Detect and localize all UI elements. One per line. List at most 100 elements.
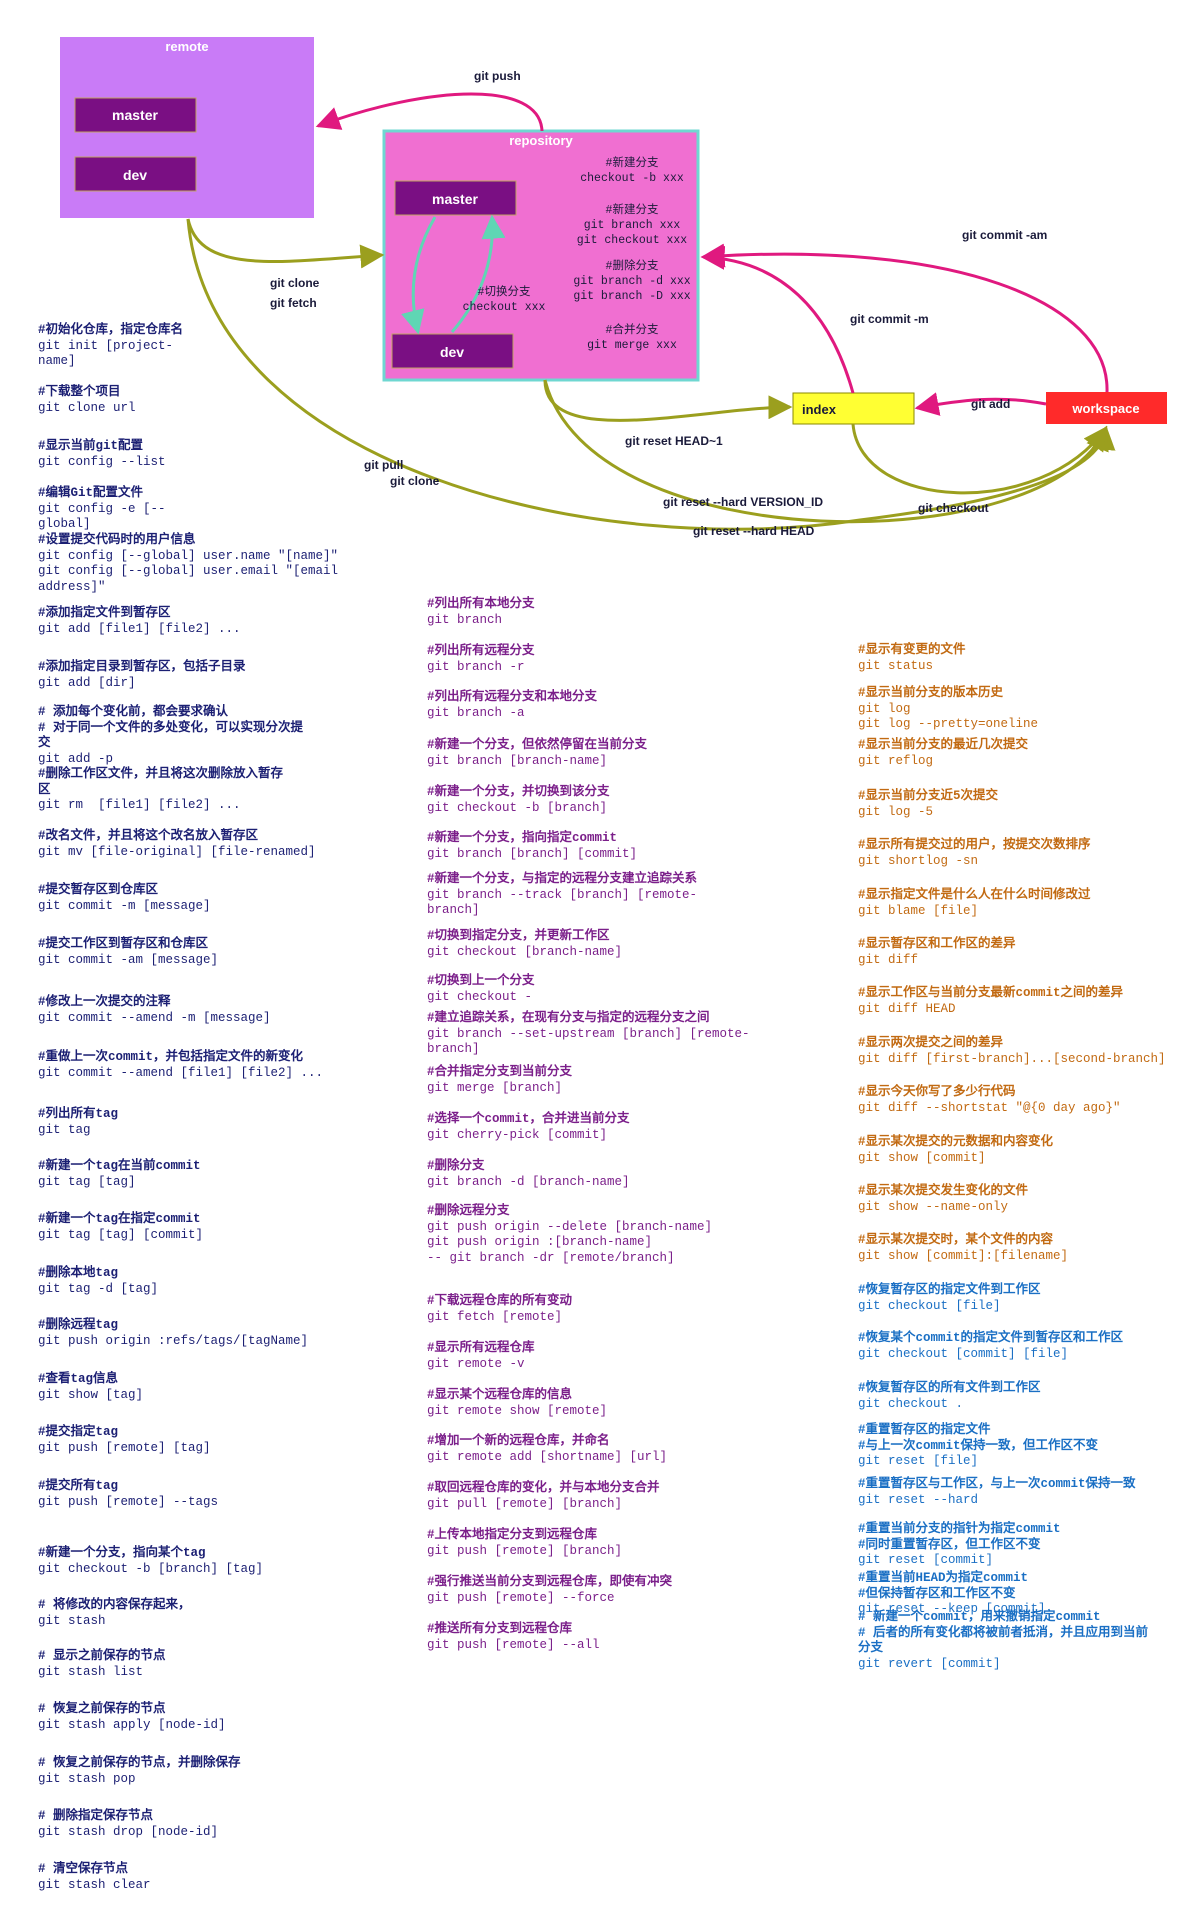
command-description: #设置提交代码时的用户信息: [38, 533, 196, 547]
command-description: #改名文件，并且将这个改名放入暂存区: [38, 829, 259, 843]
command-code: git reset --keep [commit]: [858, 1602, 1046, 1616]
command-description: #增加一个新的远程仓库，并命名: [427, 1434, 610, 1448]
command-code: git config -e [-- global]: [38, 501, 166, 532]
command-description: #删除分支: [427, 1159, 485, 1173]
command-code: git show --name-only: [858, 1199, 1009, 1214]
command-code: git stash: [38, 1613, 106, 1628]
command-code: git status: [858, 658, 934, 673]
command-code: git cherry-pick [commit]: [427, 1127, 608, 1142]
command-code: git remote show [remote]: [427, 1403, 608, 1418]
push-arrow: [315, 92, 544, 132]
command-code: git push [remote] --all: [427, 1637, 600, 1652]
command-description: #显示当前git配置: [38, 439, 144, 453]
command-description: #列出所有远程分支和本地分支: [427, 690, 598, 704]
command-code: git remote add [shortname] [url]: [427, 1449, 668, 1464]
command-description: #恢复暂存区的指定文件到工作区: [858, 1283, 1041, 1297]
command-description: #重置当前分支的指针为指定commit #同时重置暂存区，但工作区不变: [858, 1522, 1061, 1552]
command-description: #显示当前分支的版本历史: [858, 686, 1004, 700]
repository-dev-branch: dev: [440, 344, 464, 360]
command-code: git branch -r: [427, 659, 525, 674]
note-new-branch2-cmd1: git branch xxx: [584, 219, 681, 232]
command-description: #显示某次提交的元数据和内容变化: [858, 1135, 1054, 1149]
command-code: git tag [tag] [commit]: [38, 1227, 204, 1242]
add-arrow: [914, 392, 1047, 416]
command-code: git init [project- name]: [38, 338, 174, 369]
command-code: git show [commit]: [858, 1150, 986, 1165]
command-code: git push [remote] --tags: [38, 1494, 219, 1509]
command-description: #选择一个commit，合并进当前分支: [427, 1112, 630, 1126]
command-description: #添加指定文件到暂存区: [38, 606, 171, 620]
command-description: # 删除指定保存节点: [38, 1809, 154, 1823]
command-code: git rm [file1] [file2] ...: [38, 798, 241, 812]
git-workflow-diagram: remote master dev repository master dev …: [60, 37, 1167, 538]
note-new-branch2-cmd2: git checkout xxx: [577, 234, 688, 247]
command-code: git shortlog -sn: [858, 853, 979, 868]
switch-arrow-up: [450, 214, 506, 333]
command-description: #显示当前分支近5次提交: [858, 789, 999, 803]
command-description: #删除远程分支: [427, 1204, 510, 1218]
command-code: git config --list: [38, 454, 166, 469]
note-new-branch-title: #新建分支: [606, 155, 659, 170]
command-code: git diff HEAD: [858, 1001, 956, 1016]
command-code: git push [remote] [branch]: [427, 1543, 623, 1558]
command-code: git checkout -: [427, 989, 533, 1004]
clone-fetch-arrow: [186, 218, 385, 269]
command-description: #重置当前HEAD为指定commit #但保持暂存区和工作区不变: [858, 1571, 1029, 1601]
command-code: git mv [file-original] [file-renamed]: [38, 844, 316, 859]
repository-master-branch: master: [432, 191, 478, 207]
remote-box: remote master dev: [60, 37, 314, 218]
commit-am-arrow: [700, 243, 1109, 393]
command-description: #新建一个tag在指定commit: [38, 1212, 201, 1226]
command-code: git branch -d [branch-name]: [427, 1174, 630, 1189]
command-description: #删除远程tag: [38, 1318, 119, 1332]
command-description: #新建一个分支，与指定的远程分支建立追踪关系: [427, 872, 698, 886]
command-code: git add [dir]: [38, 675, 136, 690]
command-description: #添加指定目录到暂存区，包括子目录: [38, 660, 246, 674]
command-note: # 添加每个变化前，都会要求确认 # 对于同一个文件的多处变化，可以实现分次提 …: [38, 705, 303, 767]
command-description: #切换到上一个分支: [427, 974, 535, 988]
command-description: #列出所有远程分支: [427, 644, 535, 658]
label-git-commit-am: git commit -am: [962, 228, 1047, 242]
index-box: index: [792, 392, 915, 425]
command-description: #显示两次提交之间的差异: [858, 1036, 1004, 1050]
command-code: git checkout -b [branch]: [427, 800, 608, 815]
command-code: git add -p: [38, 751, 114, 766]
command-description: #新建一个分支，指向指定commit: [427, 831, 618, 845]
command-description: #提交暂存区到仓库区: [38, 883, 159, 897]
command-description: #删除本地tag: [38, 1266, 119, 1280]
command-code: git diff --shortstat "@{0 day ago}": [858, 1100, 1121, 1115]
command-code: git commit --amend -m [message]: [38, 1010, 271, 1025]
label-git-push: git push: [474, 69, 521, 83]
switch-note-title: #切换分支: [478, 284, 531, 299]
command-code: git reflog: [858, 753, 934, 768]
command-code: git stash pop: [38, 1771, 136, 1786]
note-delete-branch-cmd2: git branch -D xxx: [573, 290, 690, 303]
repository-title: repository: [509, 133, 573, 148]
repository-box: repository master dev #切换分支 checkout xxx…: [382, 129, 700, 382]
command-description: # 新建一个commit，用来撤销指定commit # 后者的所有变化都将被前者…: [858, 1610, 1149, 1655]
